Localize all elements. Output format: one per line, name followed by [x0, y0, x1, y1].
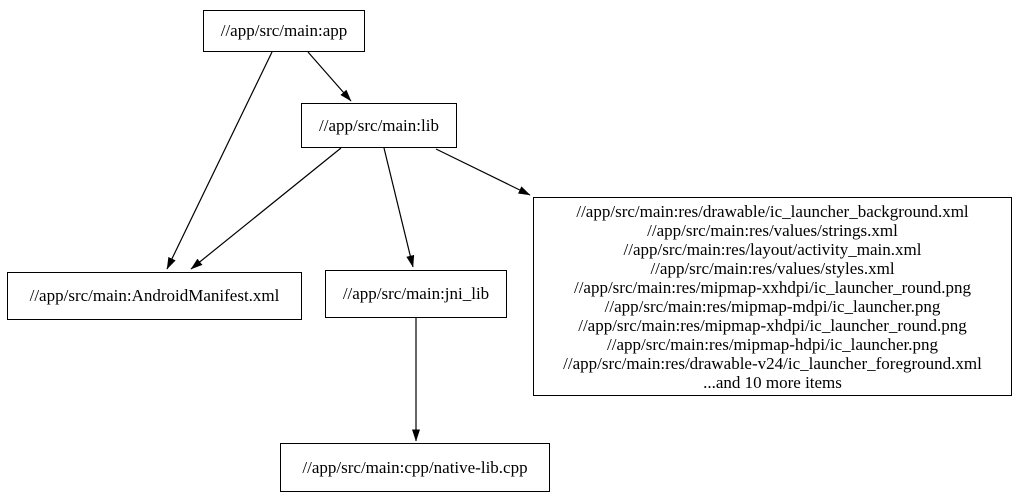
graph-node-lib-label: //app/src/main:lib	[319, 115, 439, 135]
graph-node-android-manifest: //app/src/main:AndroidManifest.xml	[7, 272, 302, 320]
res-file-item: //app/src/main:res/mipmap-xhdpi/ic_launc…	[578, 315, 967, 335]
res-file-item: //app/src/main:res/values/strings.xml	[647, 220, 898, 240]
graph-node-jni-lib: //app/src/main:jni_lib	[325, 270, 507, 318]
res-file-item: //app/src/main:res/mipmap-xxhdpi/ic_laun…	[573, 277, 972, 297]
graph-node-res-file-group: //app/src/main:res/drawable/ic_launcher_…	[533, 197, 1012, 396]
edge-lib-to-res	[435, 148, 531, 196]
graph-node-android-manifest-label: //app/src/main:AndroidManifest.xml	[29, 286, 280, 305]
res-file-item: //app/src/main:res/drawable-v24/ic_launc…	[563, 353, 982, 373]
edge-app-to-manifest	[166, 51, 273, 270]
res-more-items-note: ...and 10 more items	[703, 372, 842, 392]
edge-lib-to-manifest	[190, 147, 342, 270]
graph-node-app: //app/src/main:app	[203, 10, 365, 52]
graph-node-native-lib-cpp: //app/src/main:cpp/native-lib.cpp	[280, 443, 550, 492]
edge-lib-to-jni-lib	[383, 147, 415, 268]
edge-app-to-lib	[307, 51, 352, 102]
graph-node-native-lib-cpp-label: //app/src/main:cpp/native-lib.cpp	[302, 457, 528, 477]
res-file-item: //app/src/main:res/values/styles.xml	[650, 258, 895, 278]
res-file-item: //app/src/main:res/drawable/ic_launcher_…	[576, 201, 969, 221]
res-file-item: //app/src/main:res/mipmap-mdpi/ic_launch…	[604, 296, 941, 316]
graph-node-lib: //app/src/main:lib	[301, 103, 457, 148]
graph-node-app-label: //app/src/main:app	[220, 21, 348, 40]
graph-node-jni-lib-label: //app/src/main:jni_lib	[342, 284, 490, 303]
res-file-item: //app/src/main:res/layout/activity_main.…	[623, 239, 922, 259]
res-file-item: //app/src/main:res/mipmap-hdpi/ic_launch…	[607, 334, 938, 354]
